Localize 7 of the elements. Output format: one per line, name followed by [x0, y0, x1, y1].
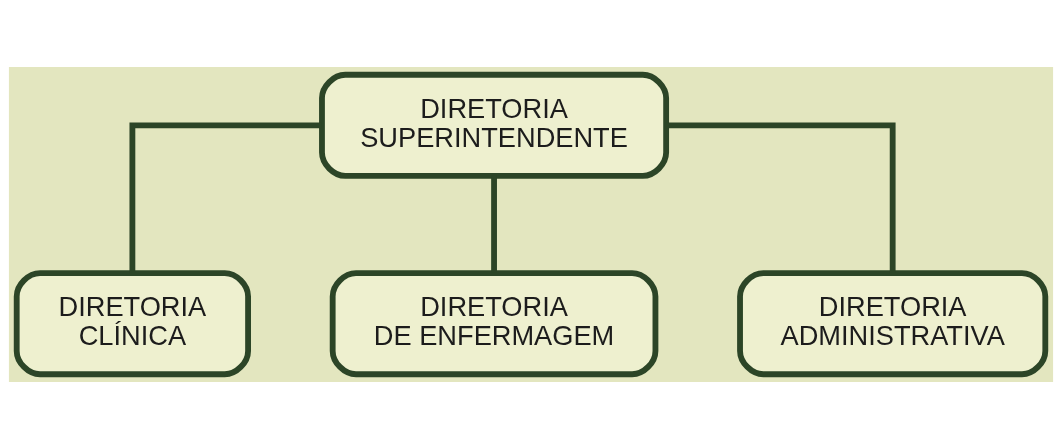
node-box: DIRETORIA SUPERINTENDENTE	[319, 71, 670, 179]
connector	[666, 121, 896, 273]
connector	[491, 175, 497, 272]
node-box: DIRETORIA DE ENFERMAGEM	[329, 269, 659, 377]
node-box: DIRETORIA CLÍNICA	[13, 269, 251, 377]
connector	[129, 121, 322, 273]
node-box: DIRETORIA ADMINISTRATIVA	[737, 269, 1049, 377]
